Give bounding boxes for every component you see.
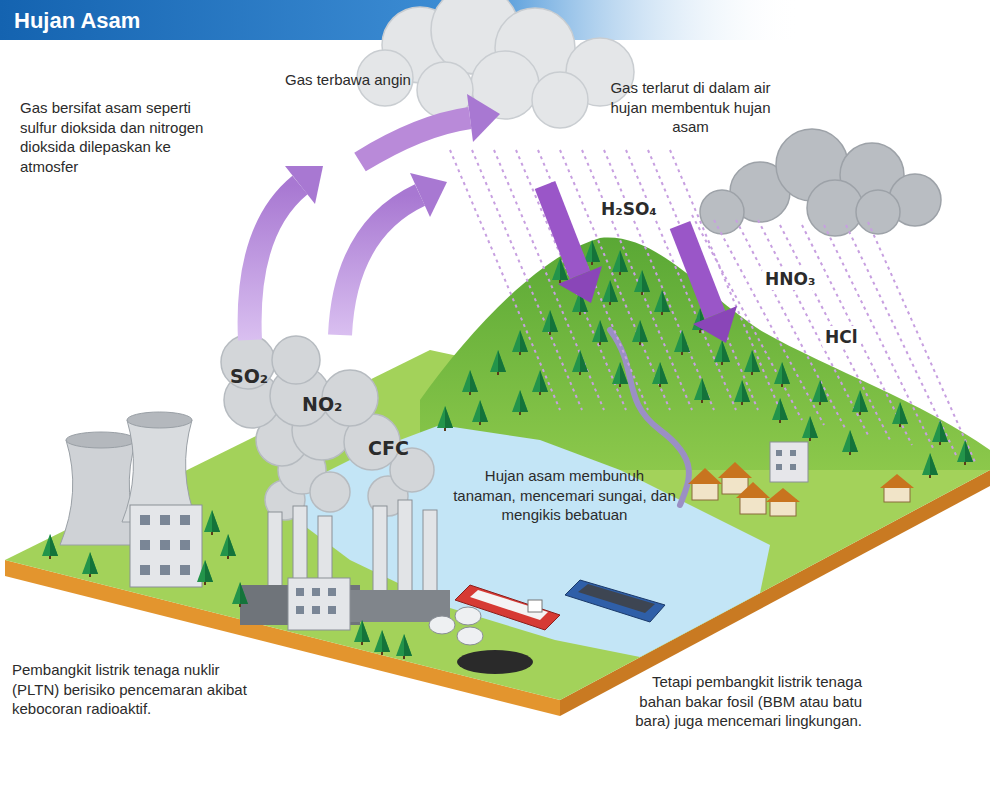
tree [220, 534, 236, 559]
tree [852, 390, 868, 415]
note: Gas terlarut di dalam air hujan membentu… [598, 78, 783, 137]
tree [632, 320, 648, 345]
chemical-formula: H₂SO₄ [598, 198, 660, 220]
tree [652, 362, 668, 387]
tree [634, 270, 650, 295]
tree [612, 362, 628, 387]
tree [462, 370, 478, 395]
tree [744, 350, 760, 375]
tree [932, 420, 948, 445]
smoke [221, 335, 434, 520]
tree [812, 380, 828, 405]
tree [512, 390, 528, 415]
tree [892, 402, 908, 427]
tree [82, 552, 98, 577]
cloud [357, 0, 634, 128]
title: Hujan Asam [14, 7, 140, 36]
tree [602, 280, 618, 305]
tree [694, 378, 710, 403]
nuclear-plant [60, 412, 202, 587]
chemical-formula: CFC [368, 436, 409, 461]
fossil-plant [240, 500, 533, 674]
tree [354, 620, 370, 645]
tree [532, 370, 548, 395]
tree [842, 430, 858, 455]
chemical-formula: HNO₃ [762, 268, 818, 290]
tree [957, 440, 973, 465]
tree [674, 330, 690, 355]
boats [455, 580, 665, 630]
tree [542, 310, 558, 335]
rain [450, 150, 975, 462]
tree [490, 350, 506, 375]
tree [612, 250, 628, 275]
note: Pembangkit listrik tenaga nuklir (PLTN) … [12, 660, 247, 719]
note: Gas terbawa angin [285, 70, 411, 90]
tree [572, 350, 588, 375]
tree [714, 340, 730, 365]
tree [374, 630, 390, 655]
tree [472, 400, 488, 425]
tree [197, 560, 213, 585]
tree [772, 398, 788, 423]
tree [922, 453, 938, 478]
note: Gas bersifat asam seperti sulfur dioksid… [20, 98, 220, 176]
note: Hujan asam membunuh tanaman, mencemari s… [452, 466, 677, 525]
tree [204, 510, 220, 535]
chemical-formula: SO₂ [230, 364, 268, 389]
tree [774, 362, 790, 387]
river-water [270, 425, 770, 657]
tree [802, 416, 818, 441]
coal-pile [457, 650, 533, 674]
tree [654, 290, 670, 315]
houses [688, 442, 914, 516]
tree [232, 582, 248, 607]
chemical-formula: HCl [822, 326, 861, 348]
tree [42, 534, 58, 559]
tree [592, 320, 608, 345]
trees [42, 510, 412, 659]
tree [437, 406, 453, 431]
tree [512, 330, 528, 355]
gas-arrows [250, 94, 737, 343]
tree [396, 634, 412, 659]
chemical-formula: NO₂ [302, 392, 342, 417]
note: Tetapi pembangkit listrik tenaga bahan b… [612, 672, 862, 731]
tree [734, 380, 750, 405]
